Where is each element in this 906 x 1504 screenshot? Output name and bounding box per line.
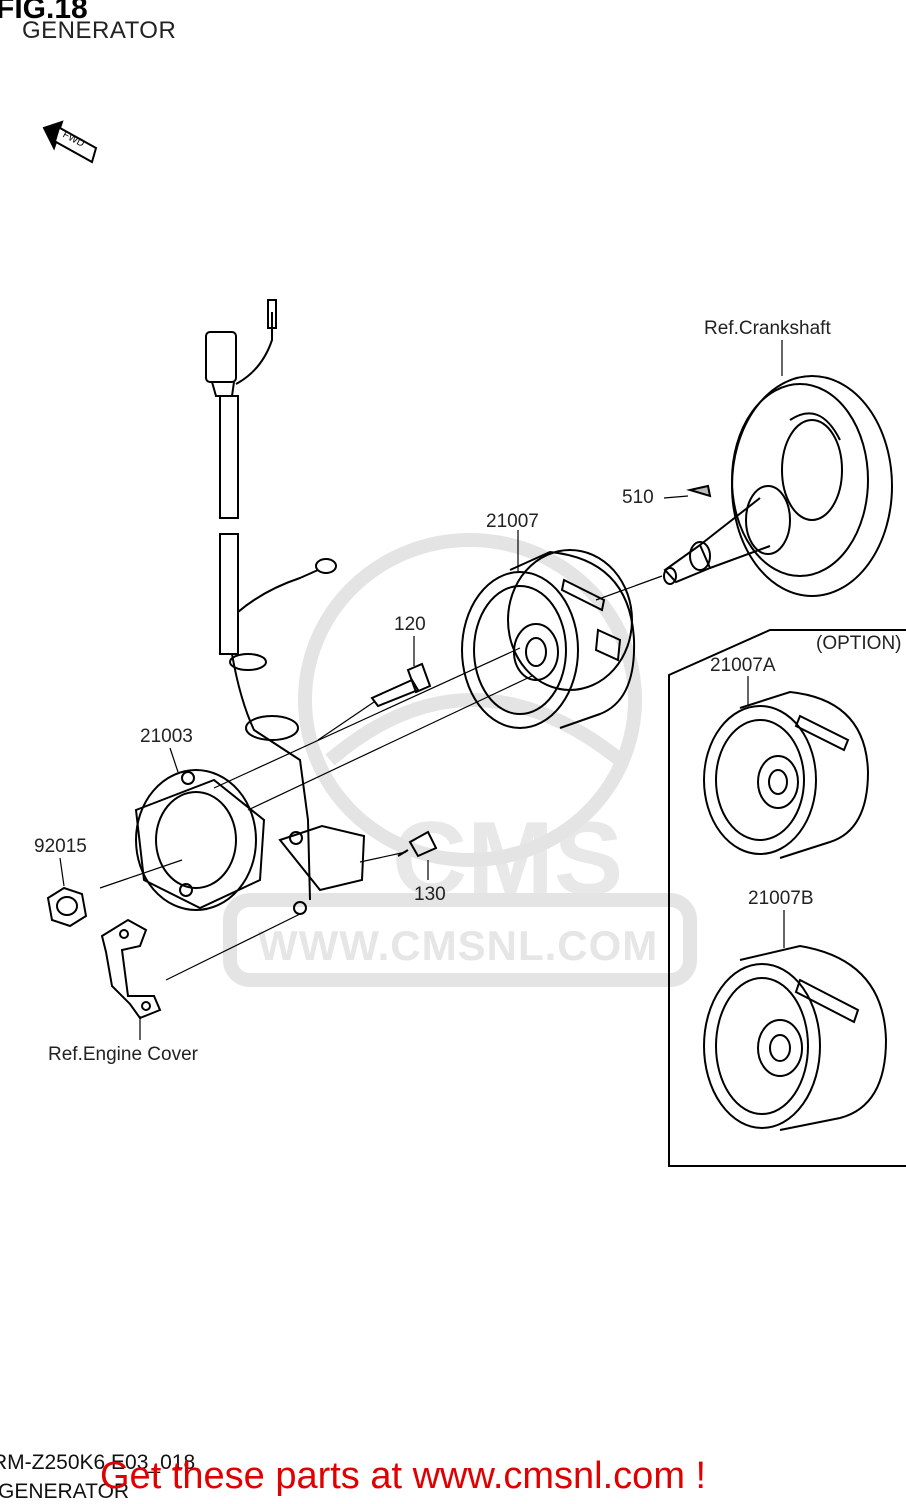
- label-part-21007a[interactable]: 21007A: [710, 655, 776, 676]
- nut-92015-drawing: [46, 886, 88, 928]
- leader-lines: [59, 340, 785, 1040]
- bolt-120-drawing: [370, 662, 432, 708]
- flywheel-21007b-drawing: [703, 944, 888, 1131]
- watermark-helmet-outline: [223, 533, 697, 987]
- crankshaft-drawing: [663, 375, 893, 597]
- fwd-arrow-icon: [42, 120, 98, 164]
- label-part-510[interactable]: 510: [622, 487, 654, 508]
- label-part-130[interactable]: 130: [414, 884, 446, 905]
- label-ref-crankshaft[interactable]: Ref.Crankshaft: [704, 318, 831, 339]
- label-part-21007b[interactable]: 21007B: [748, 888, 814, 909]
- diagram-code: RM-Z250K6 E03_018: [0, 1451, 196, 1474]
- figure-subtitle: GENERATOR: [22, 17, 177, 44]
- cta-link[interactable]: Get these parts at www.cmsnl.com !: [100, 1455, 707, 1497]
- bracket-drawing: [100, 918, 162, 1020]
- stator-21003-drawing: [134, 299, 366, 915]
- label-option: (OPTION): [816, 633, 902, 654]
- label-part-92015[interactable]: 92015: [34, 836, 87, 857]
- flywheel-21007-drawing: [461, 549, 636, 729]
- label-ref-engine-cover[interactable]: Ref.Engine Cover: [48, 1044, 198, 1065]
- watermark-url: WWW.CMSNL.COM: [258, 922, 659, 969]
- flywheel-21007a-drawing: [703, 690, 870, 859]
- option-box: [668, 629, 906, 1167]
- figure-title: FIG.18: [0, 0, 88, 25]
- label-part-21007[interactable]: 21007: [486, 511, 539, 532]
- label-part-120[interactable]: 120: [394, 614, 426, 635]
- diagram-name: GENERATOR: [0, 1480, 130, 1503]
- label-part-21003[interactable]: 21003: [140, 726, 193, 747]
